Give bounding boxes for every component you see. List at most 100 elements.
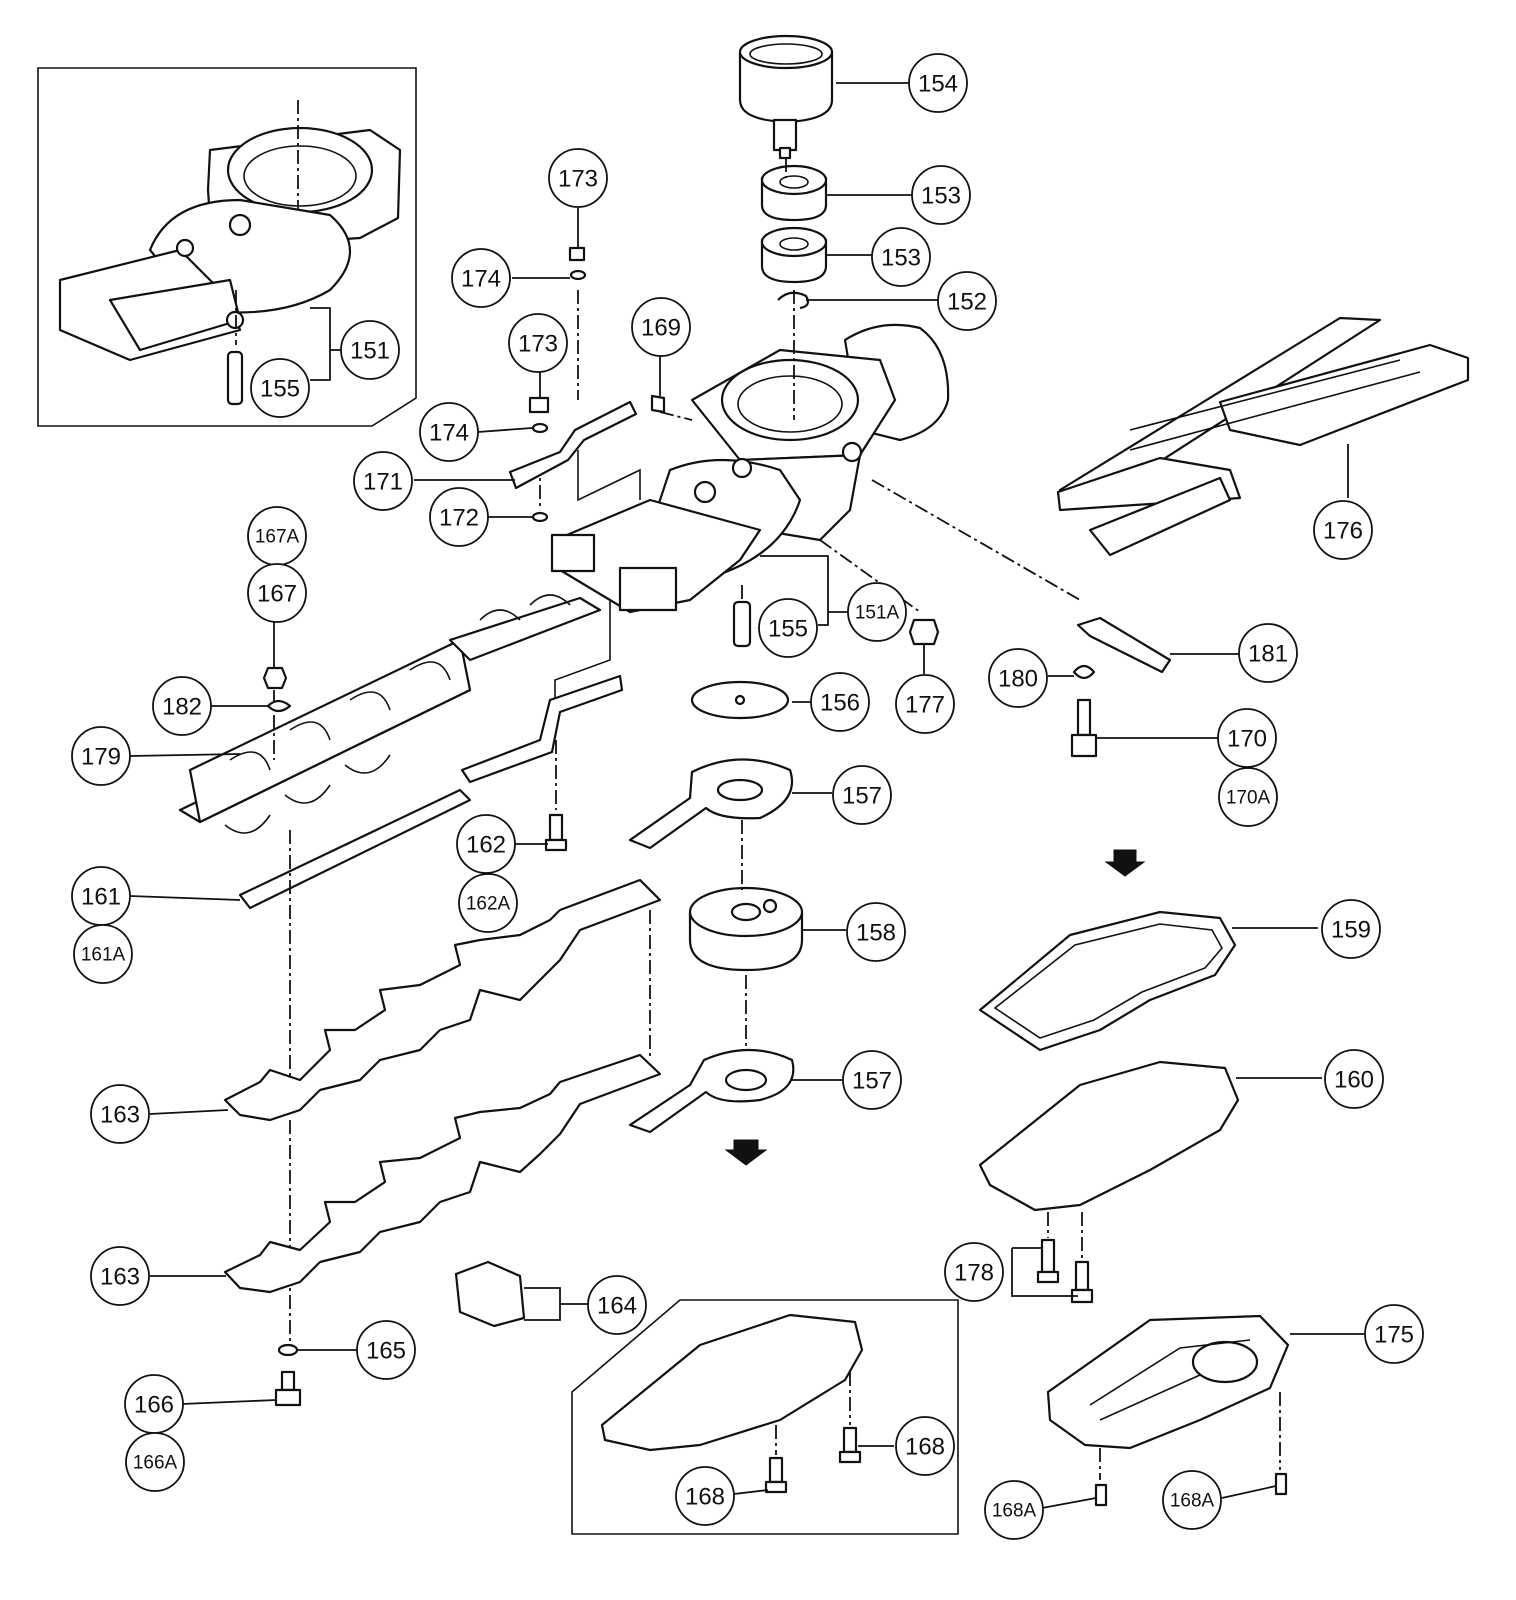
callout-circle [1364,1304,1424,1364]
callout-173: 173 [508,313,568,373]
callout-label: 162 [466,832,506,859]
washer-182 [266,699,292,713]
callout-label: 181 [1248,641,1288,668]
callout-166a: 166A [125,1432,185,1492]
callout-circle [1238,623,1298,683]
callout-label: 167 [257,581,297,608]
callout-circle [1162,1470,1222,1530]
bolt-162 [548,813,564,842]
callout-label: 168A [992,1501,1037,1522]
callout-173: 173 [548,148,608,208]
snap-ring [777,291,810,310]
callout-161: 161 [71,866,131,926]
callout-182: 182 [152,676,212,736]
callout-label: 167A [255,527,300,548]
callout-label: 175 [1374,1322,1414,1349]
callout-circle [419,402,479,462]
washer-upper [569,269,587,281]
bolt-170-head [1070,733,1098,758]
blade-bar-161 [238,674,624,910]
callout-circle [250,358,310,418]
callout-circle [73,924,133,984]
callout-label: 179 [81,744,121,771]
dowel-pin [732,600,752,648]
callout-179: 179 [71,726,131,786]
callout-181: 181 [1238,623,1298,683]
callout-159: 159 [1321,899,1381,959]
callout-circle [1321,899,1381,959]
callout-circle [842,1050,902,1110]
callout-circle [458,873,518,933]
screw-178b [1074,1260,1090,1292]
callout-155: 155 [250,358,310,418]
callout-label: 157 [842,783,882,810]
callout-label: 155 [260,376,300,403]
crank-plate-upper [628,758,794,850]
callout-label: 157 [852,1068,892,1095]
callout-circle [832,765,892,825]
callout-label: 161 [81,884,121,911]
callout-label: 151 [350,338,390,365]
screw-168A-b [1274,1472,1288,1496]
callout-circle [675,1466,735,1526]
callout-circle [152,676,212,736]
callout-circle [1324,1049,1384,1109]
callout-153: 153 [871,227,931,287]
pinion-cup [738,34,834,160]
callout-circle [508,313,568,373]
callout-174: 174 [451,248,511,308]
callout-168: 168 [895,1416,955,1476]
callout-166: 166 [124,1374,184,1434]
callout-label: 161A [81,945,126,966]
callout-label: 177 [905,692,945,719]
callout-circle [1313,500,1373,560]
callout-label: 180 [998,666,1038,693]
nut-lower [528,396,550,414]
callout-label: 182 [162,694,202,721]
leader-lines [129,82,1364,1509]
callout-label: 158 [856,920,896,947]
callout-163: 163 [90,1246,150,1306]
callout-167: 167 [247,563,307,623]
callout-168: 168 [675,1466,735,1526]
callout-circle [340,320,400,380]
callout-label: 164 [597,1293,637,1320]
upper-blade-179 [178,594,602,834]
callout-circle [937,271,997,331]
arrow-down-2 [1104,849,1146,877]
callout-circle [548,148,608,208]
bar-181 [1076,616,1172,674]
callout-160: 160 [1324,1049,1384,1109]
inset-gear-case [37,67,417,427]
bolt-170 [1076,698,1092,737]
gear-cover-175 [1046,1314,1290,1450]
callout-label: 169 [641,315,681,342]
washer-165 [277,1343,299,1357]
callout-162a: 162A [458,873,518,933]
callout-label: 154 [918,71,958,98]
callout-label: 165 [366,1338,406,1365]
cover-plate-160 [978,1060,1240,1212]
callout-175: 175 [1364,1304,1424,1364]
callout-157: 157 [832,765,892,825]
washer-180 [1072,664,1096,680]
callout-153: 153 [911,165,971,225]
callout-circle [810,672,870,732]
callout-label: 155 [768,616,808,643]
callout-circle [984,1480,1044,1540]
screw-178a [1040,1238,1056,1274]
callout-177: 177 [895,674,955,734]
callout-label: 173 [518,331,558,358]
callout-circle [911,165,971,225]
callout-label: 176 [1323,518,1363,545]
callout-161a: 161A [73,924,133,984]
callout-label: 168A [1170,1491,1215,1512]
callout-circle [758,598,818,658]
callout-circle [944,1242,1004,1302]
nut-upper [568,246,586,262]
callout-circle [247,563,307,623]
callout-label: 163 [100,1264,140,1291]
blade-cover [1056,316,1470,557]
callout-180: 180 [988,648,1048,708]
spacer-block-164 [454,1260,526,1328]
